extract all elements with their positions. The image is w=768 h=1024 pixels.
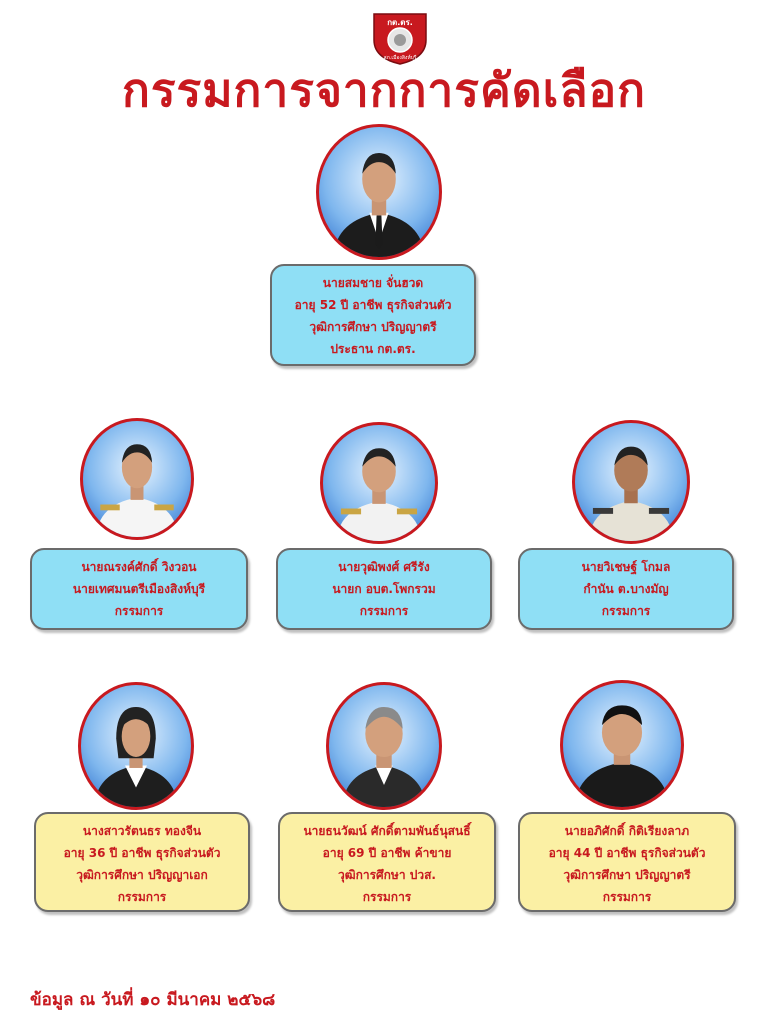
member-name: นายวุฒิพงศ์ ศรีรัง: [338, 560, 430, 574]
member-role: กรรมการ: [601, 604, 651, 618]
member-name: นายวิเชษฐ์ โกมล: [581, 560, 671, 574]
member-photo: [80, 418, 194, 540]
member-photo: [560, 680, 684, 810]
page-title: กรรมการจากการคัดเลือก: [121, 63, 647, 117]
svg-text:กต.ตร.: กต.ตร.: [387, 18, 413, 27]
member-card: นายธนวัฒน์ ศักดิ์ตามพันธ์นุสนธิ์ อายุ 69…: [278, 812, 496, 912]
member-photo: [326, 682, 442, 810]
member-education: วุฒิการศึกษา ปริญญาตรี: [309, 320, 437, 334]
member-info: อายุ 69 ปี อาชีพ ค้าขาย: [322, 846, 452, 860]
member-card: นางสาวรัตนธร ทองจีน อายุ 36 ปี อาชีพ ธุร…: [34, 812, 250, 912]
member-role: กรรมการ: [602, 890, 652, 904]
member-name: นายสมชาย จั่นฮวด: [322, 276, 424, 290]
member-info: กำนัน ต.บางมัญ: [583, 582, 669, 596]
member-role: กรรมการ: [359, 604, 409, 618]
member-name: นายธนวัฒน์ ศักดิ์ตามพันธ์นุสนธิ์: [303, 824, 471, 838]
member-info: นายก อบต.โพกรวม: [332, 582, 436, 596]
member-info: อายุ 52 ปี อาชีพ ธุรกิจส่วนตัว: [294, 298, 452, 312]
member-role: ประธาน กต.ตร.: [330, 342, 416, 356]
member-photo: [316, 124, 442, 260]
member-role: กรรมการ: [117, 890, 167, 904]
member-education: วุฒิการศึกษา ปริญญาเอก: [76, 868, 208, 882]
member-name: นางสาวรัตนธร ทองจีน: [82, 824, 202, 838]
member-name: นายอภิศักดิ์ กิติเรียงลาภ: [564, 824, 690, 838]
member-info: นายเทศมนตรีเมืองสิงห์บุรี: [72, 582, 206, 596]
member-card: นายวุฒิพงศ์ ศรีรัง นายก อบต.โพกรวม กรรมก…: [276, 548, 492, 630]
member-info: อายุ 36 ปี อาชีพ ธุรกิจส่วนตัว: [63, 846, 221, 860]
member-education: วุฒิการศึกษา ปวส.: [338, 868, 436, 882]
member-education: วุฒิการศึกษา ปริญญาตรี: [563, 868, 691, 882]
svg-text:สภ.เมืองสิงห์บุรี: สภ.เมืองสิงห์บุรี: [383, 54, 416, 61]
member-photo: [320, 422, 438, 544]
member-info: อายุ 44 ปี อาชีพ ธุรกิจส่วนตัว: [548, 846, 706, 860]
member-card: นายวิเชษฐ์ โกมล กำนัน ต.บางมัญ กรรมการ: [518, 548, 734, 630]
member-role: กรรมการ: [114, 604, 164, 618]
member-card: นายณรงค์ศักดิ์ วิงวอน นายเทศมนตรีเมืองสิ…: [30, 548, 248, 630]
member-role: กรรมการ: [362, 890, 412, 904]
member-name: นายณรงค์ศักดิ์ วิงวอน: [81, 560, 197, 574]
member-photo: [572, 420, 690, 544]
member-card: นายอภิศักดิ์ กิติเรียงลาภ อายุ 44 ปี อาช…: [518, 812, 736, 912]
data-date-note: ข้อมูล ณ วันที่ ๑๐ มีนาคม ๒๕๖๘: [30, 990, 276, 1010]
member-card: นายสมชาย จั่นฮวด อายุ 52 ปี อาชีพ ธุรกิจ…: [270, 264, 476, 366]
organization-logo: กต.ตร. สภ.เมืองสิงห์บุรี: [370, 10, 430, 66]
member-photo: [78, 682, 194, 810]
